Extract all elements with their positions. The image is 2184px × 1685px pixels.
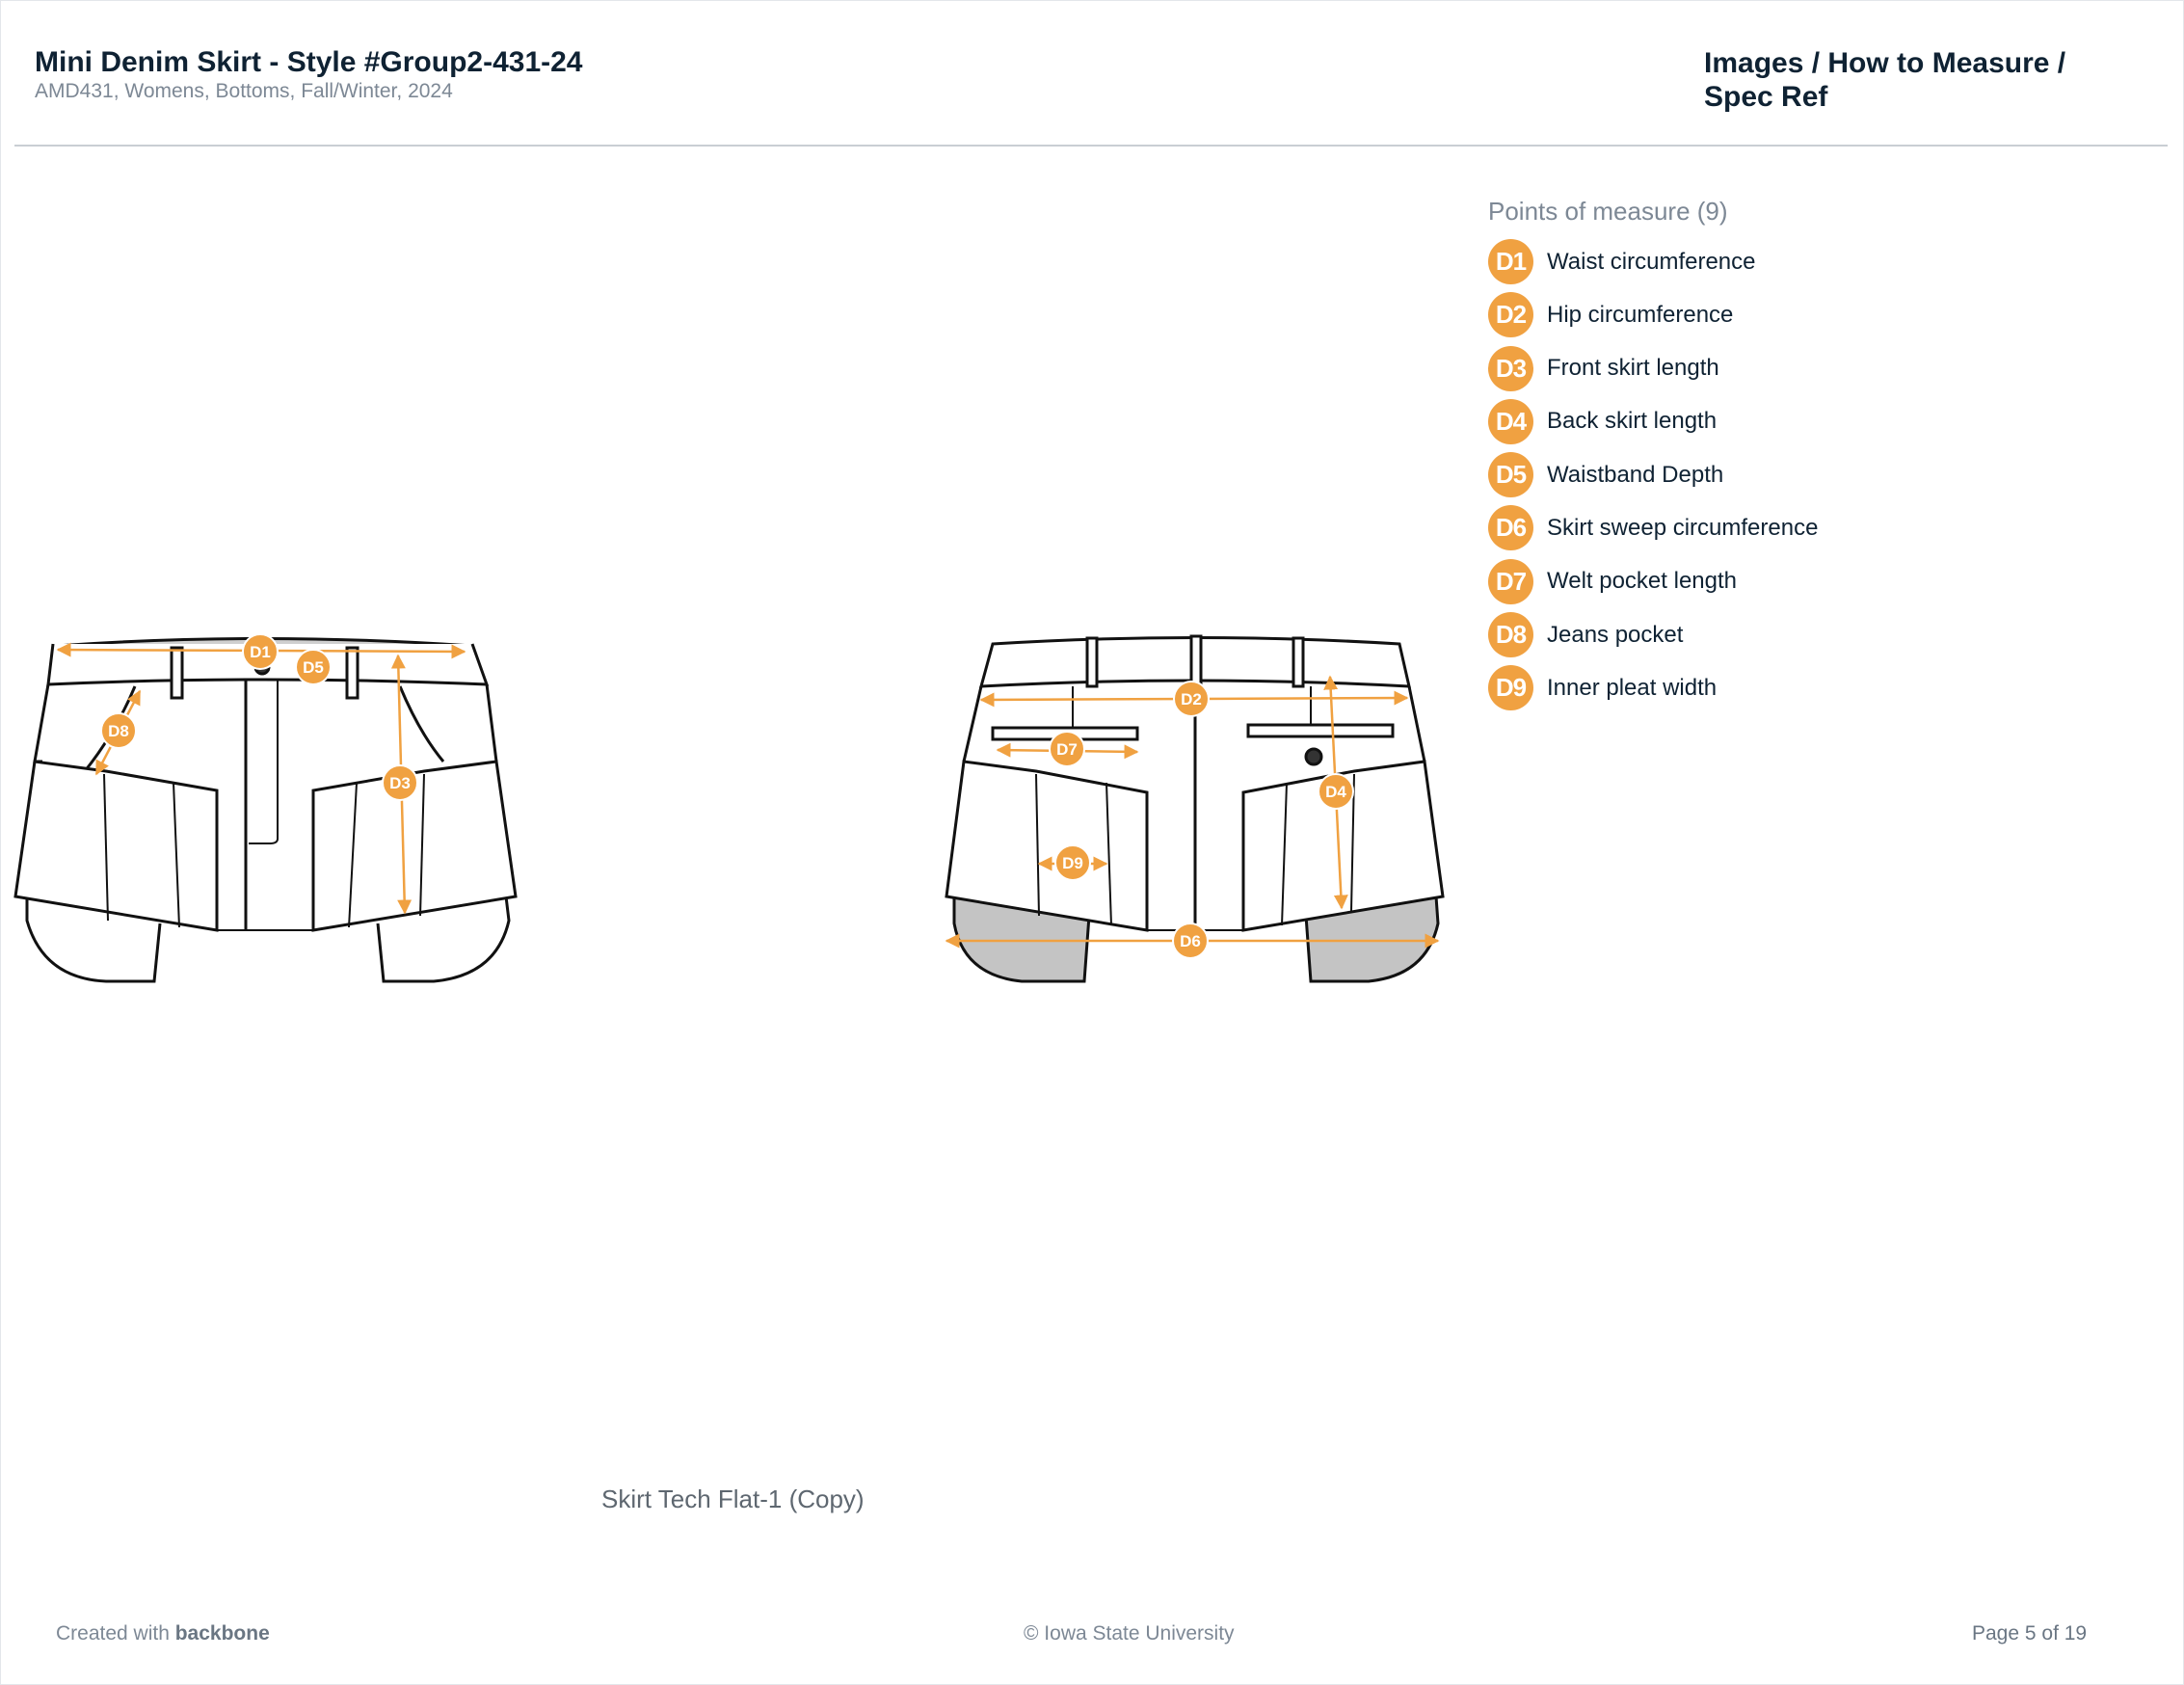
- footer-page-number: Page 5 of 19: [1972, 1622, 2088, 1645]
- footer-brand: backbone: [174, 1622, 270, 1645]
- pom-label: Waistband Depth: [1547, 461, 1724, 488]
- svg-text:D7: D7: [1056, 740, 1078, 759]
- pom-label: Front skirt length: [1547, 355, 1719, 382]
- badge-d6: D6: [1172, 923, 1209, 959]
- badge-d5: D5: [295, 649, 332, 685]
- pom-label: Back skirt length: [1547, 408, 1718, 435]
- pom-badge: D2: [1488, 292, 1533, 338]
- svg-text:D8: D8: [108, 722, 129, 740]
- pom-item-d9: D9 Inner pleat width: [1488, 665, 2144, 711]
- pom-badge: D8: [1488, 612, 1533, 658]
- pom-label: Welt pocket length: [1547, 568, 1738, 595]
- badge-d8: D8: [100, 712, 137, 749]
- badge-d2: D2: [1173, 681, 1210, 717]
- badge-d9: D9: [1054, 844, 1091, 881]
- pom-badge: D3: [1488, 345, 1533, 391]
- svg-text:D4: D4: [1325, 783, 1346, 801]
- footer-copyright: © Iowa State University: [1024, 1622, 1235, 1645]
- badge-d3: D3: [382, 764, 418, 801]
- pom-label: Inner pleat width: [1547, 674, 1718, 701]
- measure-badges: D1 D5 D8 D3 D2 D7 D4 D9 D6: [100, 633, 1354, 959]
- svg-text:D5: D5: [303, 658, 324, 677]
- pom-badge: D4: [1488, 398, 1533, 444]
- svg-text:D3: D3: [389, 774, 411, 792]
- points-of-measure-list: D1 Waist circumference D2 Hip circumferenc…: [1488, 239, 2144, 711]
- svg-text:D6: D6: [1180, 932, 1201, 950]
- pom-item-d8: D8 Jeans pocket: [1488, 612, 2144, 658]
- pom-badge: D7: [1488, 558, 1533, 604]
- pom-item-d1: D1 Waist circumference: [1488, 239, 2144, 284]
- pom-badge: D9: [1488, 665, 1533, 711]
- pom-item-d4: D4 Back skirt length: [1488, 398, 2144, 444]
- skirt-front-view: [13, 637, 518, 983]
- pom-item-d3: D3 Front skirt length: [1488, 345, 2144, 391]
- pom-item-d2: D2 Hip circumference: [1488, 292, 2144, 338]
- pom-label: Skirt sweep circumference: [1547, 514, 1819, 541]
- badge-d4: D4: [1318, 773, 1354, 810]
- pom-item-d6: D6 Skirt sweep circumference: [1488, 505, 2144, 551]
- header-divider: [14, 145, 2168, 147]
- pom-badge: D1: [1488, 239, 1533, 284]
- technical-flat-sketch: D1 D5 D8 D3 D2 D7 D4 D9 D6: [0, 617, 1475, 1060]
- pom-label: Jeans pocket: [1547, 621, 1684, 648]
- skirt-technical-flat: D1 D5 D8 D3 D2 D7 D4 D9 D6: [13, 633, 1445, 983]
- pom-item-d5: D5 Waistband Depth: [1488, 452, 2144, 498]
- points-of-measure-panel: Points of measure (9) D1 Waist circumfere…: [1488, 197, 2144, 719]
- points-of-measure-title: Points of measure (9): [1488, 197, 1728, 226]
- footer-created-prefix: Created with: [56, 1622, 175, 1645]
- pom-label: Hip circumference: [1547, 301, 1734, 328]
- svg-text:D2: D2: [1181, 690, 1202, 709]
- pom-item-d7: D7 Welt pocket length: [1488, 558, 2144, 604]
- pom-badge: D6: [1488, 505, 1533, 551]
- page-title: Mini Denim Skirt - Style #Group2-431-24: [35, 46, 583, 78]
- badge-d1: D1: [242, 633, 279, 670]
- section-title: Images / How to Measure / Spec Ref: [1704, 47, 2066, 113]
- svg-text:D9: D9: [1062, 854, 1083, 872]
- page-subtitle: AMD431, Womens, Bottoms, Fall/Winter, 20…: [35, 80, 453, 102]
- footer-created-with: Created with backbone: [56, 1622, 270, 1645]
- pom-label: Waist circumference: [1547, 248, 1756, 275]
- badge-d7: D7: [1049, 731, 1085, 767]
- image-caption: Skirt Tech Flat-1 (Copy): [601, 1484, 865, 1513]
- svg-text:D1: D1: [250, 643, 271, 661]
- pom-badge: D5: [1488, 452, 1533, 498]
